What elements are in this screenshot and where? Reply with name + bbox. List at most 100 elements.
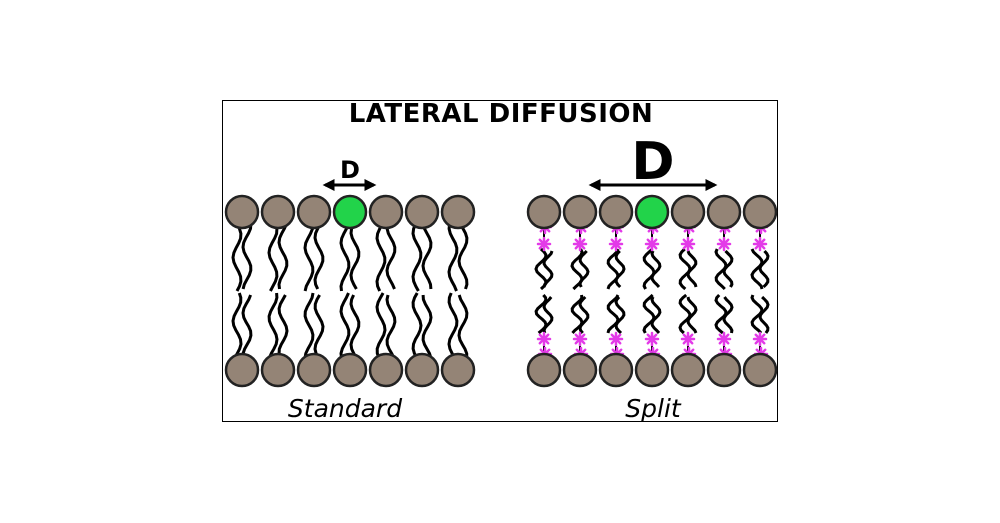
lipid-head — [706, 194, 742, 230]
lipid-tail — [606, 248, 620, 290]
probe-lipid-head — [332, 194, 368, 230]
lipid-head — [670, 194, 706, 230]
lipid-head — [562, 194, 598, 230]
lipid-tail — [578, 295, 590, 334]
split-marker-star — [718, 238, 730, 250]
lipid-tail — [606, 294, 620, 334]
standard-caption: Standard — [288, 394, 402, 423]
lipid-tail — [650, 250, 662, 288]
lipid-tail — [750, 248, 764, 290]
lipid-tail — [303, 223, 315, 292]
split-marker-star — [610, 238, 622, 250]
split-marker-star — [682, 333, 694, 345]
lipid-head — [260, 352, 296, 388]
lipid-head — [368, 352, 404, 388]
split-markers — [536, 219, 769, 362]
split-marker-star — [574, 238, 586, 250]
lipid-tail — [313, 294, 325, 359]
standard-lipid-tails — [231, 223, 469, 359]
lipid-head — [404, 352, 440, 388]
lipid-head — [742, 194, 778, 230]
lipid-tail — [542, 250, 554, 288]
lipid-tail — [447, 223, 459, 292]
lipid-tail — [241, 294, 253, 359]
lipid-head — [706, 352, 742, 388]
lipid-head — [440, 352, 476, 388]
lipid-tail — [267, 223, 279, 292]
lipid-tail — [614, 249, 626, 289]
split-lipid-heads — [526, 194, 778, 388]
lipid-tail — [313, 223, 325, 290]
panel-standard: D Standard — [224, 156, 476, 423]
split-marker-star — [538, 238, 550, 250]
lipid-tail — [421, 223, 433, 290]
lipid-tail — [267, 292, 279, 359]
lipid-tail — [758, 250, 770, 289]
lipid-tail — [231, 223, 243, 292]
lipid-tail — [411, 223, 423, 292]
probe-lipid-head — [634, 194, 670, 230]
lipid-head — [224, 194, 260, 230]
lipid-head — [598, 352, 634, 388]
split-diffusion-label: D — [631, 132, 674, 192]
lipid-tail — [421, 294, 433, 359]
standard-diffusion-label: D — [340, 156, 360, 184]
lipid-head — [260, 194, 296, 230]
lipid-tail — [349, 294, 361, 359]
lipid-tail — [642, 293, 656, 334]
lipid-head — [332, 352, 368, 388]
lateral-diffusion-figure: LATERAL DIFFUSION D Standard D Split — [222, 100, 778, 423]
lipid-head — [440, 194, 476, 230]
lipid-head — [404, 194, 440, 230]
lipid-head — [742, 352, 778, 388]
figure-title: LATERAL DIFFUSION — [349, 101, 654, 129]
split-marker-star — [682, 238, 694, 250]
lipid-tail — [339, 223, 351, 292]
lipid-tail — [241, 223, 253, 290]
standard-lipid-heads — [224, 194, 476, 388]
split-marker-star — [754, 333, 766, 345]
lipid-tail — [714, 293, 728, 335]
lipid-tail — [277, 294, 289, 359]
lipid-tail — [457, 294, 469, 359]
lipid-tail — [231, 292, 243, 359]
lipid-head — [670, 352, 706, 388]
split-marker-star — [574, 333, 586, 345]
split-marker-star — [538, 333, 550, 345]
lipid-tail — [686, 296, 698, 334]
lipid-tail — [385, 223, 397, 290]
lipid-head — [526, 352, 562, 388]
lipid-tail — [722, 249, 734, 288]
lipid-head — [634, 352, 670, 388]
lipid-tail — [411, 292, 423, 359]
lipid-tail — [678, 293, 692, 335]
lipid-tail — [686, 250, 698, 288]
lipid-head — [296, 194, 332, 230]
lipid-tail — [457, 223, 469, 290]
lipid-tail — [722, 296, 734, 334]
lipid-head — [526, 194, 562, 230]
lipid-tail — [375, 292, 387, 359]
lipid-tail — [758, 295, 770, 334]
split-marker-star — [754, 238, 766, 250]
split-marker-star — [610, 333, 622, 345]
lipid-head — [562, 352, 598, 388]
split-marker-star — [718, 333, 730, 345]
lipid-tail — [303, 292, 315, 359]
split-marker-star — [646, 333, 658, 345]
lipid-tail — [542, 296, 554, 334]
lipid-tail — [375, 223, 387, 292]
lipid-tail — [642, 247, 656, 290]
lipid-tail — [578, 249, 590, 288]
lipid-head — [368, 194, 404, 230]
lipid-head — [598, 194, 634, 230]
lipid-tail — [349, 223, 361, 290]
split-caption: Split — [625, 394, 682, 423]
split-marker-star — [646, 238, 658, 250]
lipid-head — [296, 352, 332, 388]
lipid-head — [224, 352, 260, 388]
lipid-tail — [385, 294, 397, 359]
lipid-tail — [614, 296, 626, 335]
lipid-tail — [650, 296, 662, 334]
panel-split: D Split — [526, 132, 778, 423]
